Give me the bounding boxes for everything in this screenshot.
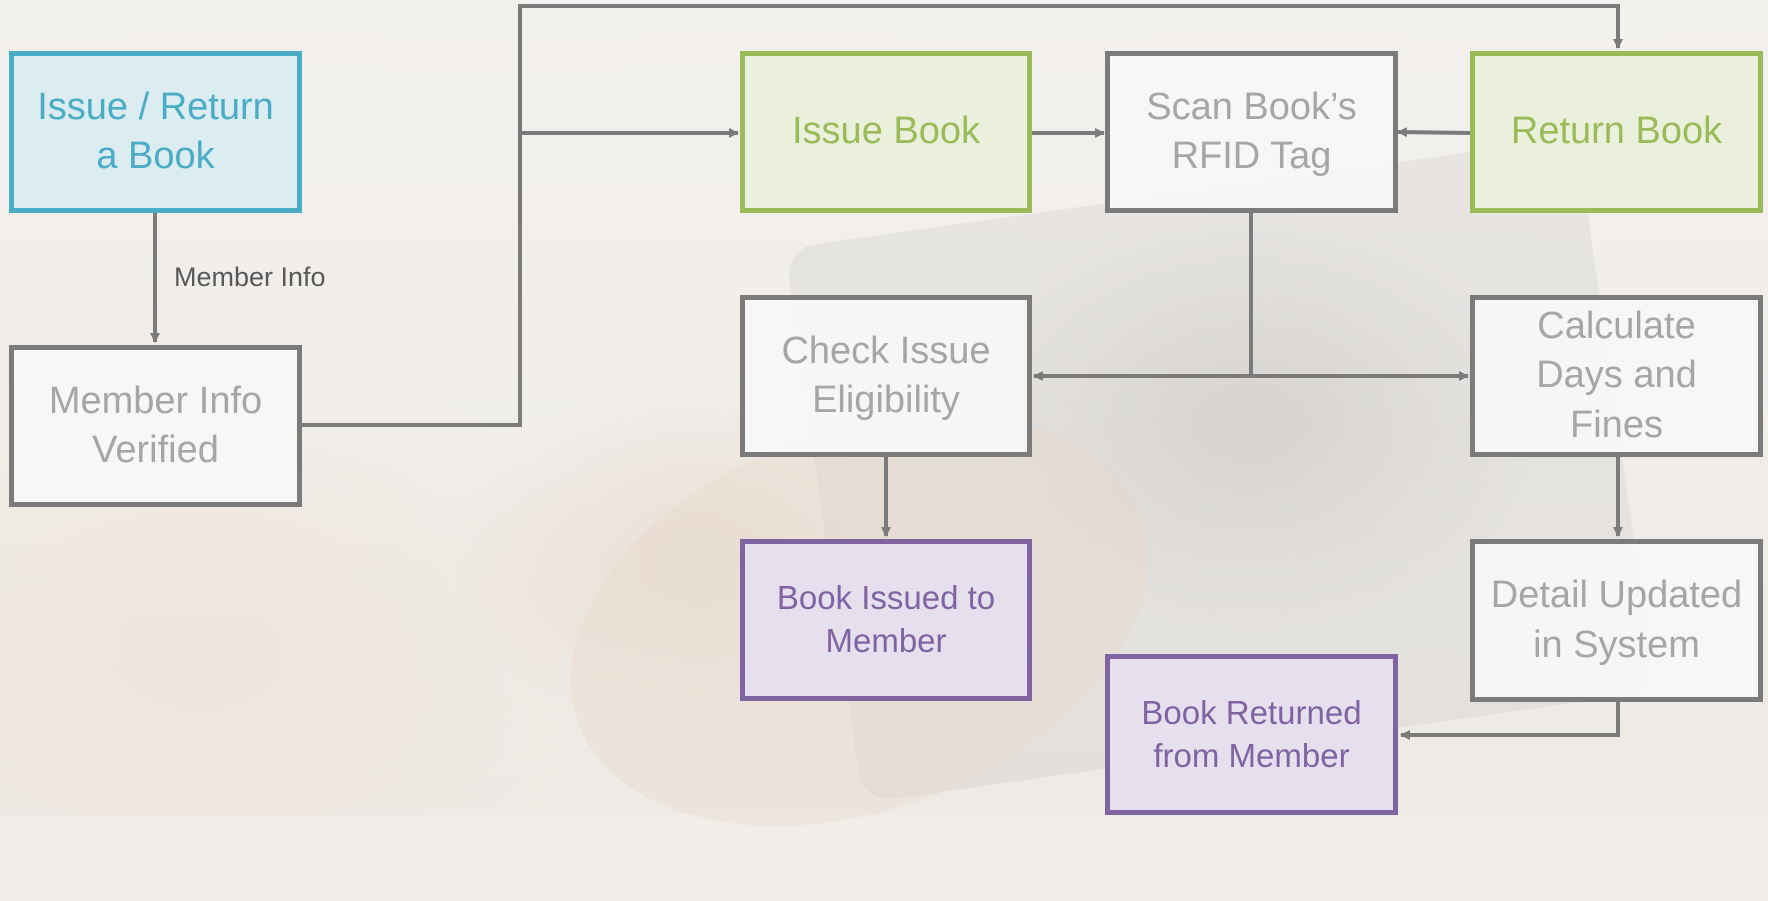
book-issued-node: Book Issued to Member [740,539,1032,701]
return-book-label: Return Book [1510,110,1723,153]
edge-return-to-scan [1397,127,1473,138]
member-verified-label: Member Info Verified [48,379,263,471]
detail-updated-label: Detail Updated in System [1490,574,1743,666]
issue-book-label: Issue Book [792,110,980,153]
edge-verified-to-bus [300,4,1623,427]
member-info-edge-label: Member Info [174,262,326,292]
check-eligibility-label: Check Issue Eligibility [781,329,991,421]
calc-fines-label: Calculate Days and Fines [1536,304,1697,446]
calc-fines-node: Calculate Days and Fines [1470,295,1763,457]
book-issued-label: Book Issued to Member [776,579,996,659]
book-returned-label: Book Returned from Member [1141,693,1362,774]
check-eligibility-node: Check Issue Eligibility [740,295,1032,457]
book-returned-node: Book Returned from Member [1105,654,1398,815]
issue-book-node: Issue Book [740,51,1032,213]
scan-rfid-label: Scan Book’s RFID Tag [1146,85,1357,177]
scan-rfid-node: Scan Book’s RFID Tag [1105,51,1398,213]
return-book-node: Return Book [1470,51,1763,213]
detail-updated-node: Detail Updated in System [1470,539,1763,702]
connectors [150,4,1623,740]
edge-detail-to-returned [1400,702,1620,740]
issue-return-node: Issue / Return a Book [9,51,302,213]
member-verified-node: Member Info Verified [9,345,302,507]
issue-return-label: Issue / Return a Book [37,85,274,177]
